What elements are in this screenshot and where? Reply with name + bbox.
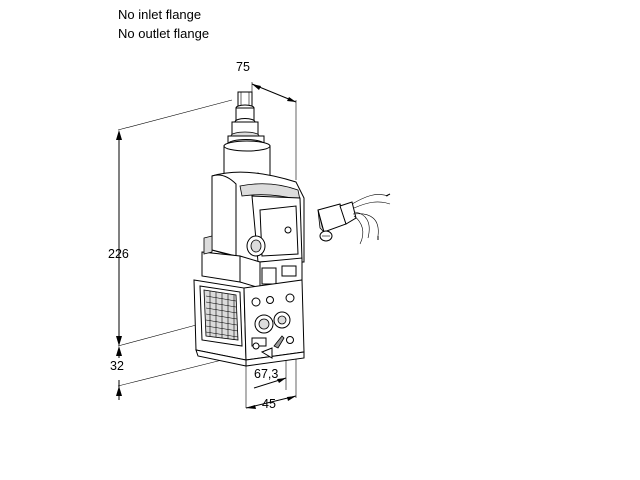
- dimension-32: 32: [110, 346, 223, 400]
- dimension-label-75: 75: [236, 60, 250, 74]
- actuator-cylinder: [223, 140, 271, 181]
- dimension-label-67-3: 67,3: [254, 367, 278, 381]
- note-no-inlet-flange: No inlet flange: [118, 7, 202, 22]
- dimension-label-45: 45: [262, 397, 276, 411]
- note-no-outlet-flange: No outlet flange: [118, 26, 210, 41]
- front-face-details: [251, 293, 295, 359]
- solenoid-housing: [211, 171, 305, 263]
- dimension-67-3: 67,3: [245, 352, 287, 408]
- electrical-connector: [317, 193, 391, 245]
- dimension-226: 226: [108, 99, 233, 347]
- dimension-label-226: 226: [108, 247, 129, 261]
- adjustment-stem: [227, 91, 265, 149]
- dimension-label-32: 32: [110, 359, 124, 373]
- flange-grid: [205, 291, 239, 340]
